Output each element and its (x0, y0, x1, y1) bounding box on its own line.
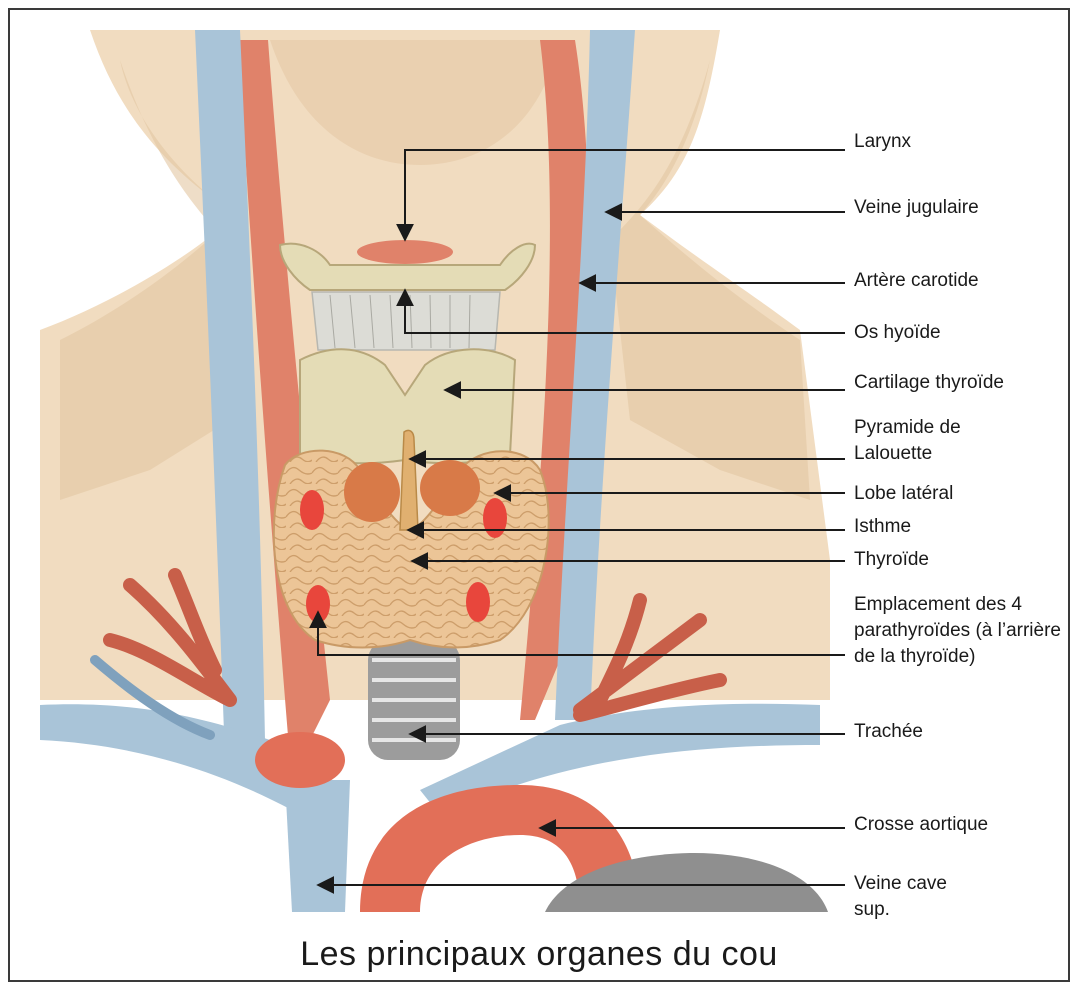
label-veine-jugulaire: Veine jugulaire (854, 195, 979, 221)
label-veine-cave: Veine cave sup. (854, 871, 964, 923)
label-parathyroides: Emplacement des 4 parathyroïdes (à l’arr… (854, 592, 1068, 670)
label-crosse-aortique: Crosse aortique (854, 812, 988, 838)
lateral-lobe-right (420, 460, 480, 516)
label-os-hyoide: Os hyoïde (854, 320, 941, 346)
label-cartilage-thyroide: Cartilage thyroïde (854, 370, 1004, 396)
label-isthme: Isthme (854, 514, 911, 540)
label-artere-carotide: Artère carotide (854, 268, 979, 294)
lateral-lobe-left (344, 462, 400, 522)
aorta-base (255, 732, 345, 788)
figure-title: Les principaux organes du cou (0, 935, 1078, 974)
label-lobe-lateral: Lobe latéral (854, 481, 953, 507)
superior-vena-cava (285, 780, 350, 912)
label-larynx: Larynx (854, 129, 911, 155)
label-trachee: Trachée (854, 719, 923, 745)
label-thyroide: Thyroïde (854, 547, 929, 573)
label-pyramide: Pyramide de Lalouette (854, 415, 1004, 467)
parathyroid-lower-right (466, 582, 490, 622)
parathyroid-upper-right (483, 498, 507, 538)
parathyroid-upper-left (300, 490, 324, 530)
epiglottis (357, 240, 453, 264)
